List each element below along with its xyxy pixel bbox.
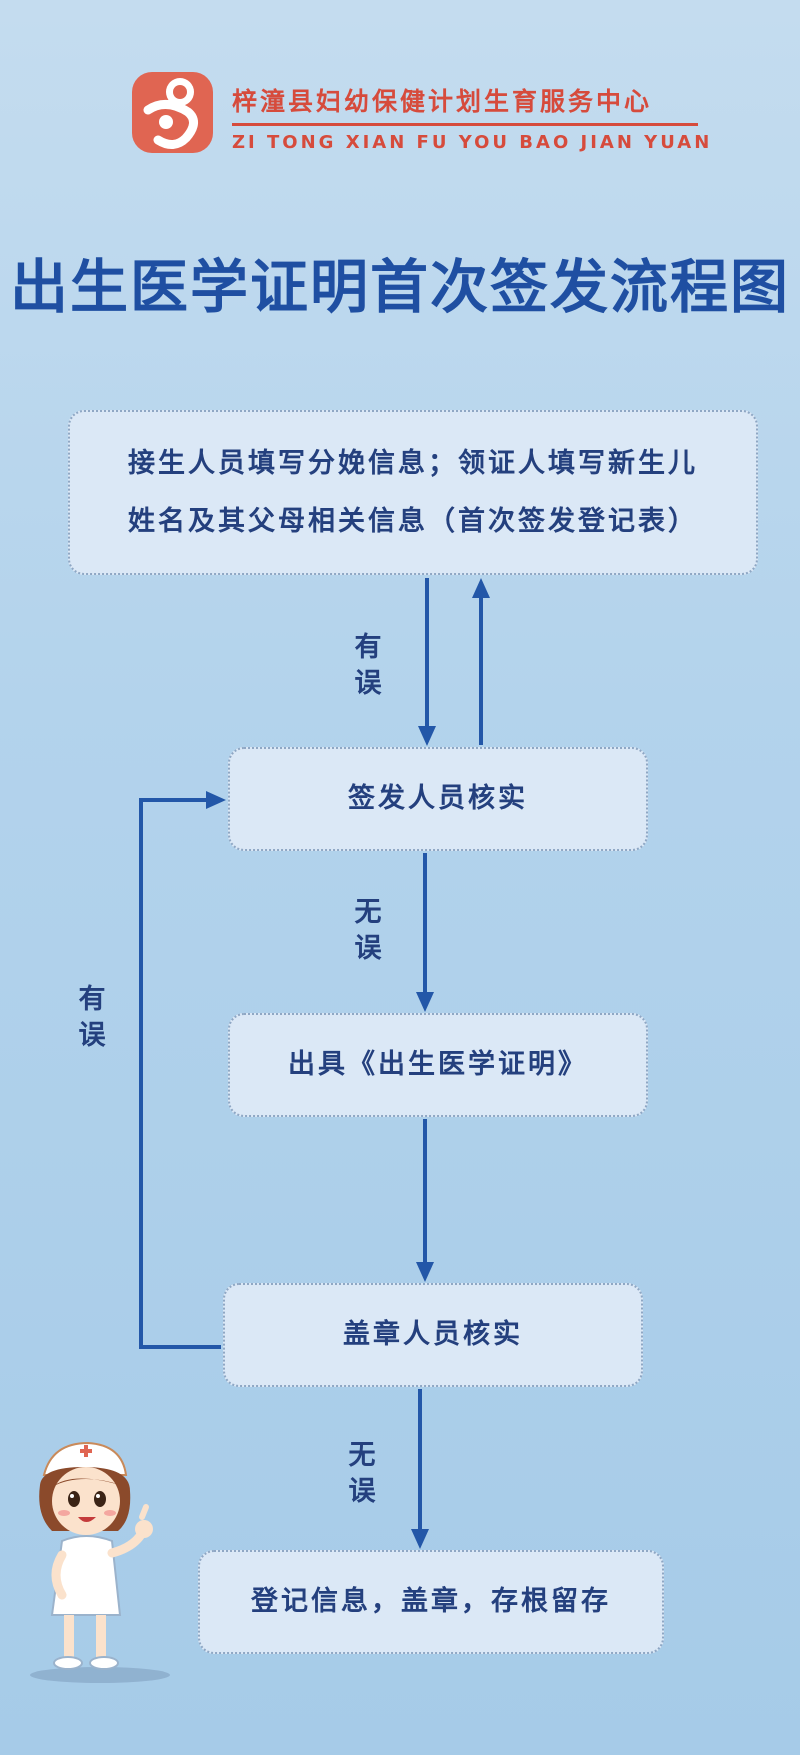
flow-step-5-text: 登记信息，盖章，存根留存 [251,1586,611,1617]
edge-label-error-1: 有误 [354,632,382,699]
org-name-en: ZI TONG XIAN FU YOU BAO JIAN YUAN [232,132,713,153]
org-name-cn: 梓潼县妇幼保健计划生育服务中心 [232,87,653,116]
edge-label-ok-2: 无误 [348,1440,376,1507]
org-divider [232,123,698,126]
flow-step-stamper-verify: 盖章人员核实 [223,1283,643,1387]
flow-step-issuer-verify: 签发人员核实 [228,747,648,851]
flow-step-fill-info: 接生人员填写分娩信息；领证人填写新生儿 姓名及其父母相关信息（首次签发登记表） [68,410,758,575]
nurse-mascot-icon [30,1441,170,1683]
flow-step-register-stamp: 登记信息，盖章，存根留存 [198,1550,664,1654]
flow-step-4-text: 盖章人员核实 [343,1319,523,1350]
flow-step-3-text: 出具《出生医学证明》 [288,1049,588,1080]
flow-step-2-text: 签发人员核实 [348,783,528,814]
arrow-step4-back-to-step2 [139,798,221,1349]
edge-label-ok-1: 无误 [354,897,382,964]
flow-step-issue-certificate: 出具《出生医学证明》 [228,1013,648,1117]
maternal-child-logo-icon [132,72,213,153]
flow-step-1-line-2: 姓名及其父母相关信息（首次签发登记表） [128,505,698,537]
edge-label-error-2: 有误 [78,984,106,1051]
page-title: 出生医学证明首次签发流程图 [9,253,790,321]
flow-step-1-line-1: 接生人员填写分娩信息；领证人填写新生儿 [128,447,698,479]
